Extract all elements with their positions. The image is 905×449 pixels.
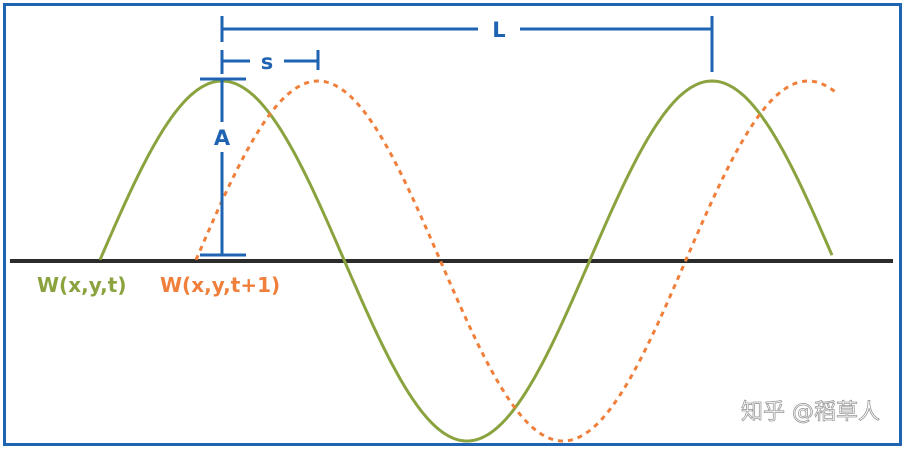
wavelength-label: L: [492, 18, 505, 42]
diagram-frame: [3, 3, 902, 446]
amplitude-dimension: [200, 77, 246, 257]
watermark-text: 知乎 @稻草人: [741, 400, 880, 425]
shift-dimension: [220, 50, 320, 74]
wave-current-label: W(x,y,t): [37, 273, 126, 297]
wavelength-dimension: [220, 16, 714, 72]
wave-next-label: W(x,y,t+1): [160, 273, 280, 297]
shift-label: s: [261, 50, 274, 74]
amplitude-label: A: [214, 126, 231, 150]
